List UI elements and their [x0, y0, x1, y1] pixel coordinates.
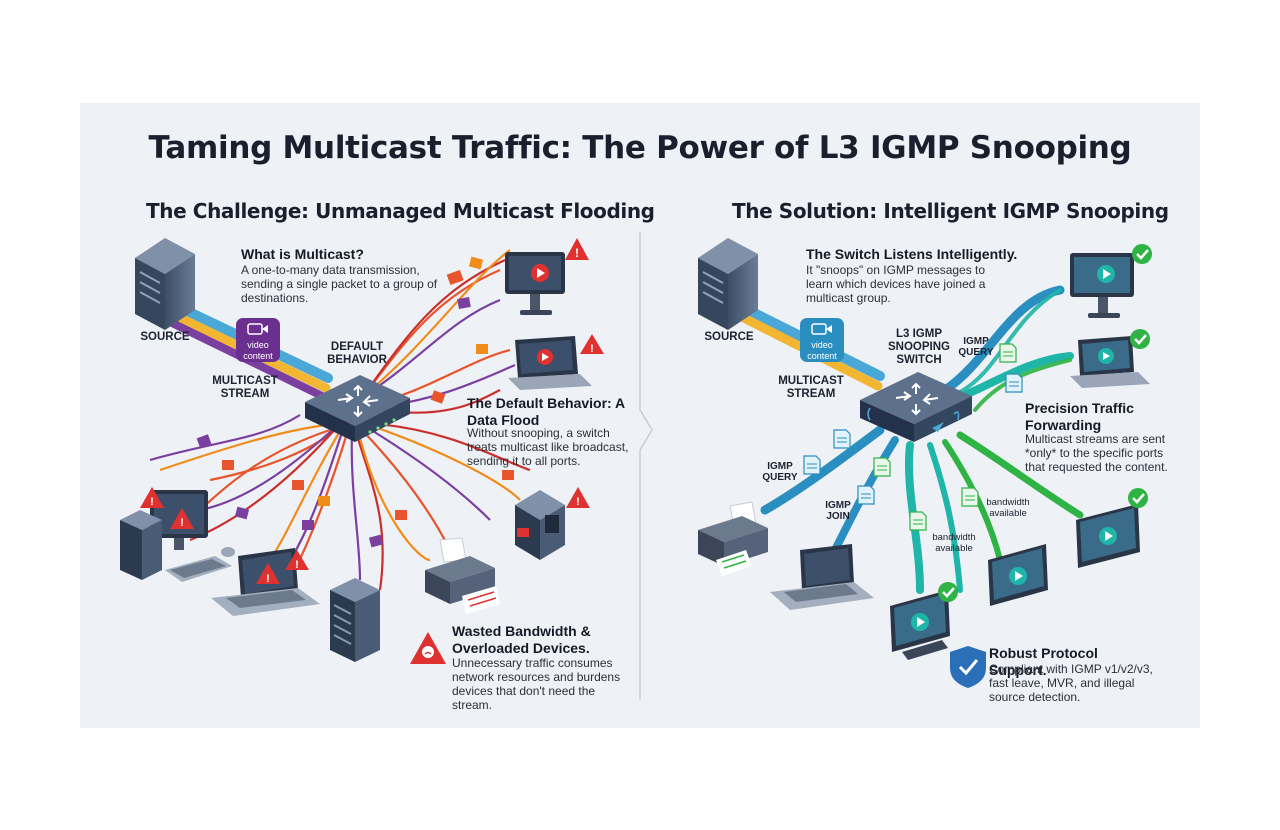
video-content-label: video content	[243, 340, 273, 361]
wasted-bandwidth-body: Unnecessary traffic consumes network res…	[452, 656, 621, 712]
data-flood-heading: The Default Behavior: A Data Flood	[467, 395, 625, 428]
laptop-icon	[770, 544, 874, 610]
server-icon	[330, 578, 380, 662]
network-switch-icon	[305, 375, 410, 442]
check-icon	[1132, 244, 1152, 264]
switch-listens-heading: The Switch Listens Intelligently.	[806, 246, 1018, 262]
printer-icon	[425, 537, 500, 614]
wasted-bandwidth-heading: Wasted Bandwidth & Overloaded Devices.	[452, 623, 591, 656]
server-icon	[135, 238, 195, 330]
document-icon	[803, 455, 821, 475]
multicast-stream-label-right: MULTICAST STREAM	[778, 375, 844, 400]
warning-icon: !	[566, 487, 590, 508]
flood-lines	[149, 249, 531, 601]
igmp-join-label: IGMP JOIN	[825, 500, 851, 522]
robust-protocol-body: Compliant with IGMP v1/v2/v3, fast leave…	[989, 662, 1153, 704]
svg-text:!: !	[590, 343, 594, 355]
svg-text:!: !	[575, 246, 579, 260]
challenge-section-title: The Challenge: Unmanaged Multicast Flood…	[146, 199, 655, 223]
page-title: Taming Multicast Traffic: The Power of L…	[148, 130, 1132, 166]
bandwidth-label-1: bandwidth available	[986, 497, 1030, 519]
monitor-icon	[988, 544, 1048, 606]
document-icon	[961, 487, 979, 507]
laptop-icon	[508, 336, 592, 390]
warning-icon: !	[170, 508, 194, 529]
check-icon	[938, 582, 958, 602]
monitor-icon	[1070, 253, 1134, 318]
server-icon	[698, 238, 758, 330]
svg-text:!: !	[266, 573, 270, 585]
document-icon	[1005, 373, 1023, 393]
switch-listens-body: It "snoops" on IGMP messages to learn wh…	[806, 263, 986, 305]
source-label-right: SOURCE	[704, 331, 754, 343]
multicast-stream-label: MULTICAST STREAM	[212, 375, 278, 400]
network-switch-icon	[860, 372, 972, 442]
document-icon	[873, 457, 891, 477]
monitor-icon	[505, 252, 565, 315]
data-flood-body: Without snooping, a switch treats multic…	[467, 426, 629, 468]
warning-icon: !	[256, 563, 280, 585]
server-cube-icon	[515, 490, 565, 560]
warning-icon: !	[285, 550, 309, 571]
svg-text:!: !	[576, 496, 580, 508]
svg-text:!: !	[180, 517, 184, 529]
video-content-label-right: video content	[807, 340, 837, 361]
precision-forwarding-body: Multicast streams are sent *only* to the…	[1025, 432, 1168, 474]
printer-icon	[698, 501, 768, 576]
document-icon	[999, 343, 1017, 363]
document-icon	[909, 511, 927, 531]
angry-warning-icon	[410, 632, 446, 664]
laptop-icon	[1070, 336, 1150, 388]
igmp-query-label-left: IGMP QUERY	[762, 461, 798, 483]
robust-protocol-heading: Robust Protocol Support.	[989, 645, 1098, 678]
what-is-multicast-heading: What is Multicast?	[241, 246, 364, 262]
what-is-multicast-body: A one-to-many data transmission, sending…	[241, 263, 438, 305]
warning-icon: !	[580, 334, 604, 355]
precision-forwarding-heading: Precision Traffic Forwarding	[1025, 400, 1134, 433]
solution-section-title: The Solution: Intelligent IGMP Snooping	[732, 199, 1169, 223]
igmp-query-label-top: IGMP QUERY	[958, 336, 994, 358]
warning-icon: !	[565, 238, 589, 260]
bandwidth-label-2: bandwidth available	[932, 532, 976, 554]
keyboard-icon	[165, 547, 235, 582]
monitor-icon	[1076, 504, 1140, 568]
laptop-icon	[211, 548, 320, 616]
monitor-icon	[890, 590, 950, 660]
source-label: SOURCE	[140, 331, 190, 343]
svg-text:!: !	[150, 496, 154, 508]
warning-icon: !	[140, 487, 164, 508]
shield-check-icon	[950, 646, 986, 688]
desktop-tower-icon	[120, 510, 162, 580]
check-icon	[1128, 488, 1148, 508]
video-content-icon	[236, 318, 280, 362]
video-content-icon	[800, 318, 844, 362]
svg-text:!: !	[295, 559, 299, 571]
check-icon	[1130, 329, 1150, 349]
document-icon	[833, 429, 851, 449]
snooping-switch-label: L3 IGMP SNOOPING SWITCH	[888, 328, 950, 366]
default-behavior-label: DEFAULT BEHAVIOR	[327, 341, 387, 366]
document-icon	[857, 485, 875, 505]
